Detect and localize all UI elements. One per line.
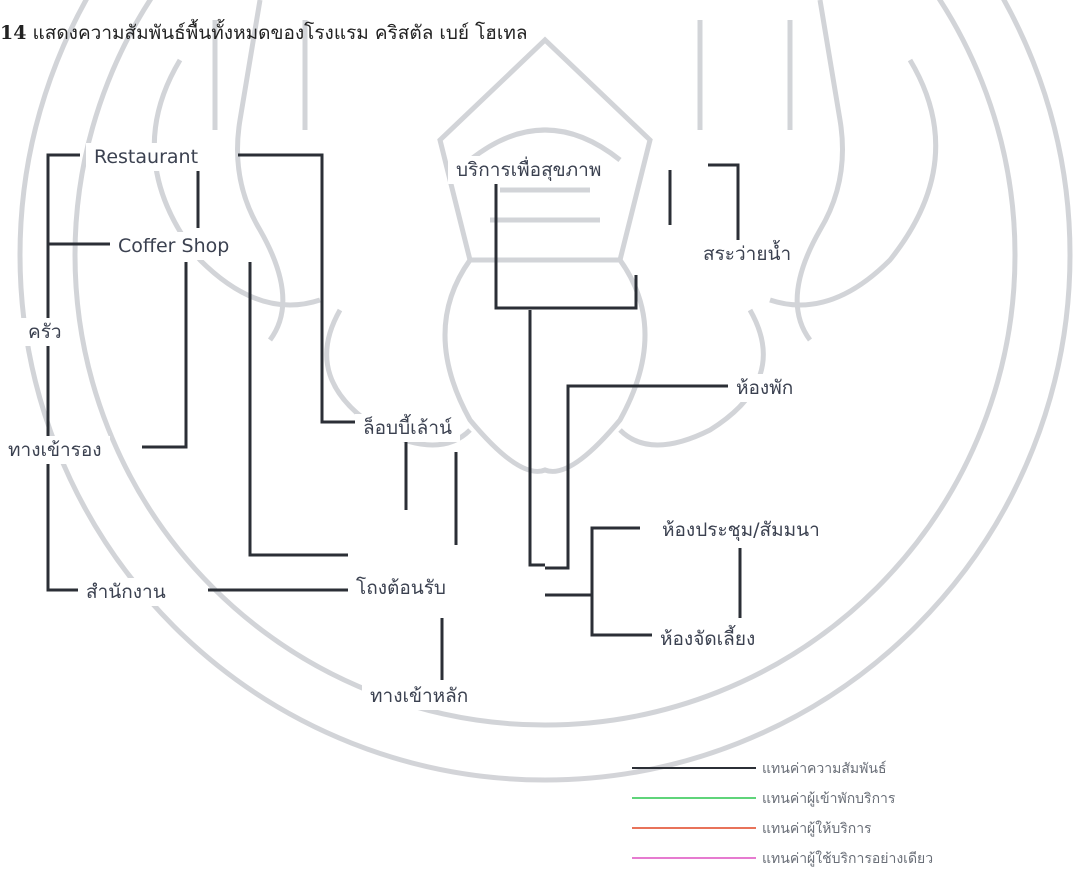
- legend-label-visitors: แทนค่าผู้ใช้บริการอย่างเดียว: [762, 848, 933, 870]
- legend-label-staff: แทนค่าผู้ให้บริการ: [762, 818, 872, 840]
- legend-label-relationship: แทนค่าความสัมพันธ์: [762, 758, 886, 780]
- legend-label-guests: แทนค่าผู้เข้าพักบริการ: [762, 788, 895, 810]
